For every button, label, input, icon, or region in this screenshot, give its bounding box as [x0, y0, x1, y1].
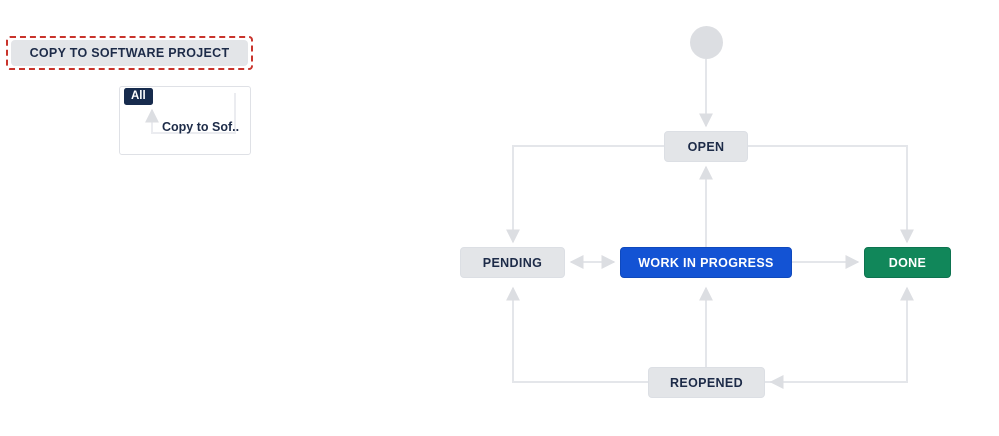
all-status-badge[interactable]: All — [124, 88, 153, 105]
workflow-node-done[interactable]: DONE — [864, 247, 951, 278]
workflow-node-pending[interactable]: PENDING — [460, 247, 565, 278]
edge-reopened-pending — [506, 286, 648, 383]
workflow-node-work-in-progress[interactable]: WORK IN PROGRESS — [620, 247, 792, 278]
workflow-node-work-in-progress-label: WORK IN PROGRESS — [638, 255, 774, 270]
workflow-node-reopened[interactable]: REOPENED — [648, 367, 765, 398]
workflow-node-done-label: DONE — [888, 255, 927, 270]
workflow-start-circle[interactable] — [690, 26, 723, 59]
workflow-node-open-label: OPEN — [687, 139, 725, 154]
workflow-node-reopened-label: REOPENED — [670, 375, 743, 390]
transition-chip-label: COPY TO SOFTWARE PROJECT — [29, 46, 230, 60]
all-status-badge-label: All — [131, 89, 146, 102]
workflow-node-pending-label: PENDING — [482, 255, 543, 270]
edge-open-pending — [506, 145, 664, 244]
transition-highlight-outline — [6, 36, 253, 70]
mini-transition-label: Copy to Sof.. — [162, 120, 240, 134]
edge-mini-copy-all — [145, 93, 236, 134]
workflow-node-open[interactable]: OPEN — [664, 131, 748, 162]
transition-chip-copy-to-software-project[interactable]: COPY TO SOFTWARE PROJECT — [11, 40, 248, 66]
edge-reopened-done — [765, 286, 914, 383]
edge-open-done — [748, 145, 914, 244]
